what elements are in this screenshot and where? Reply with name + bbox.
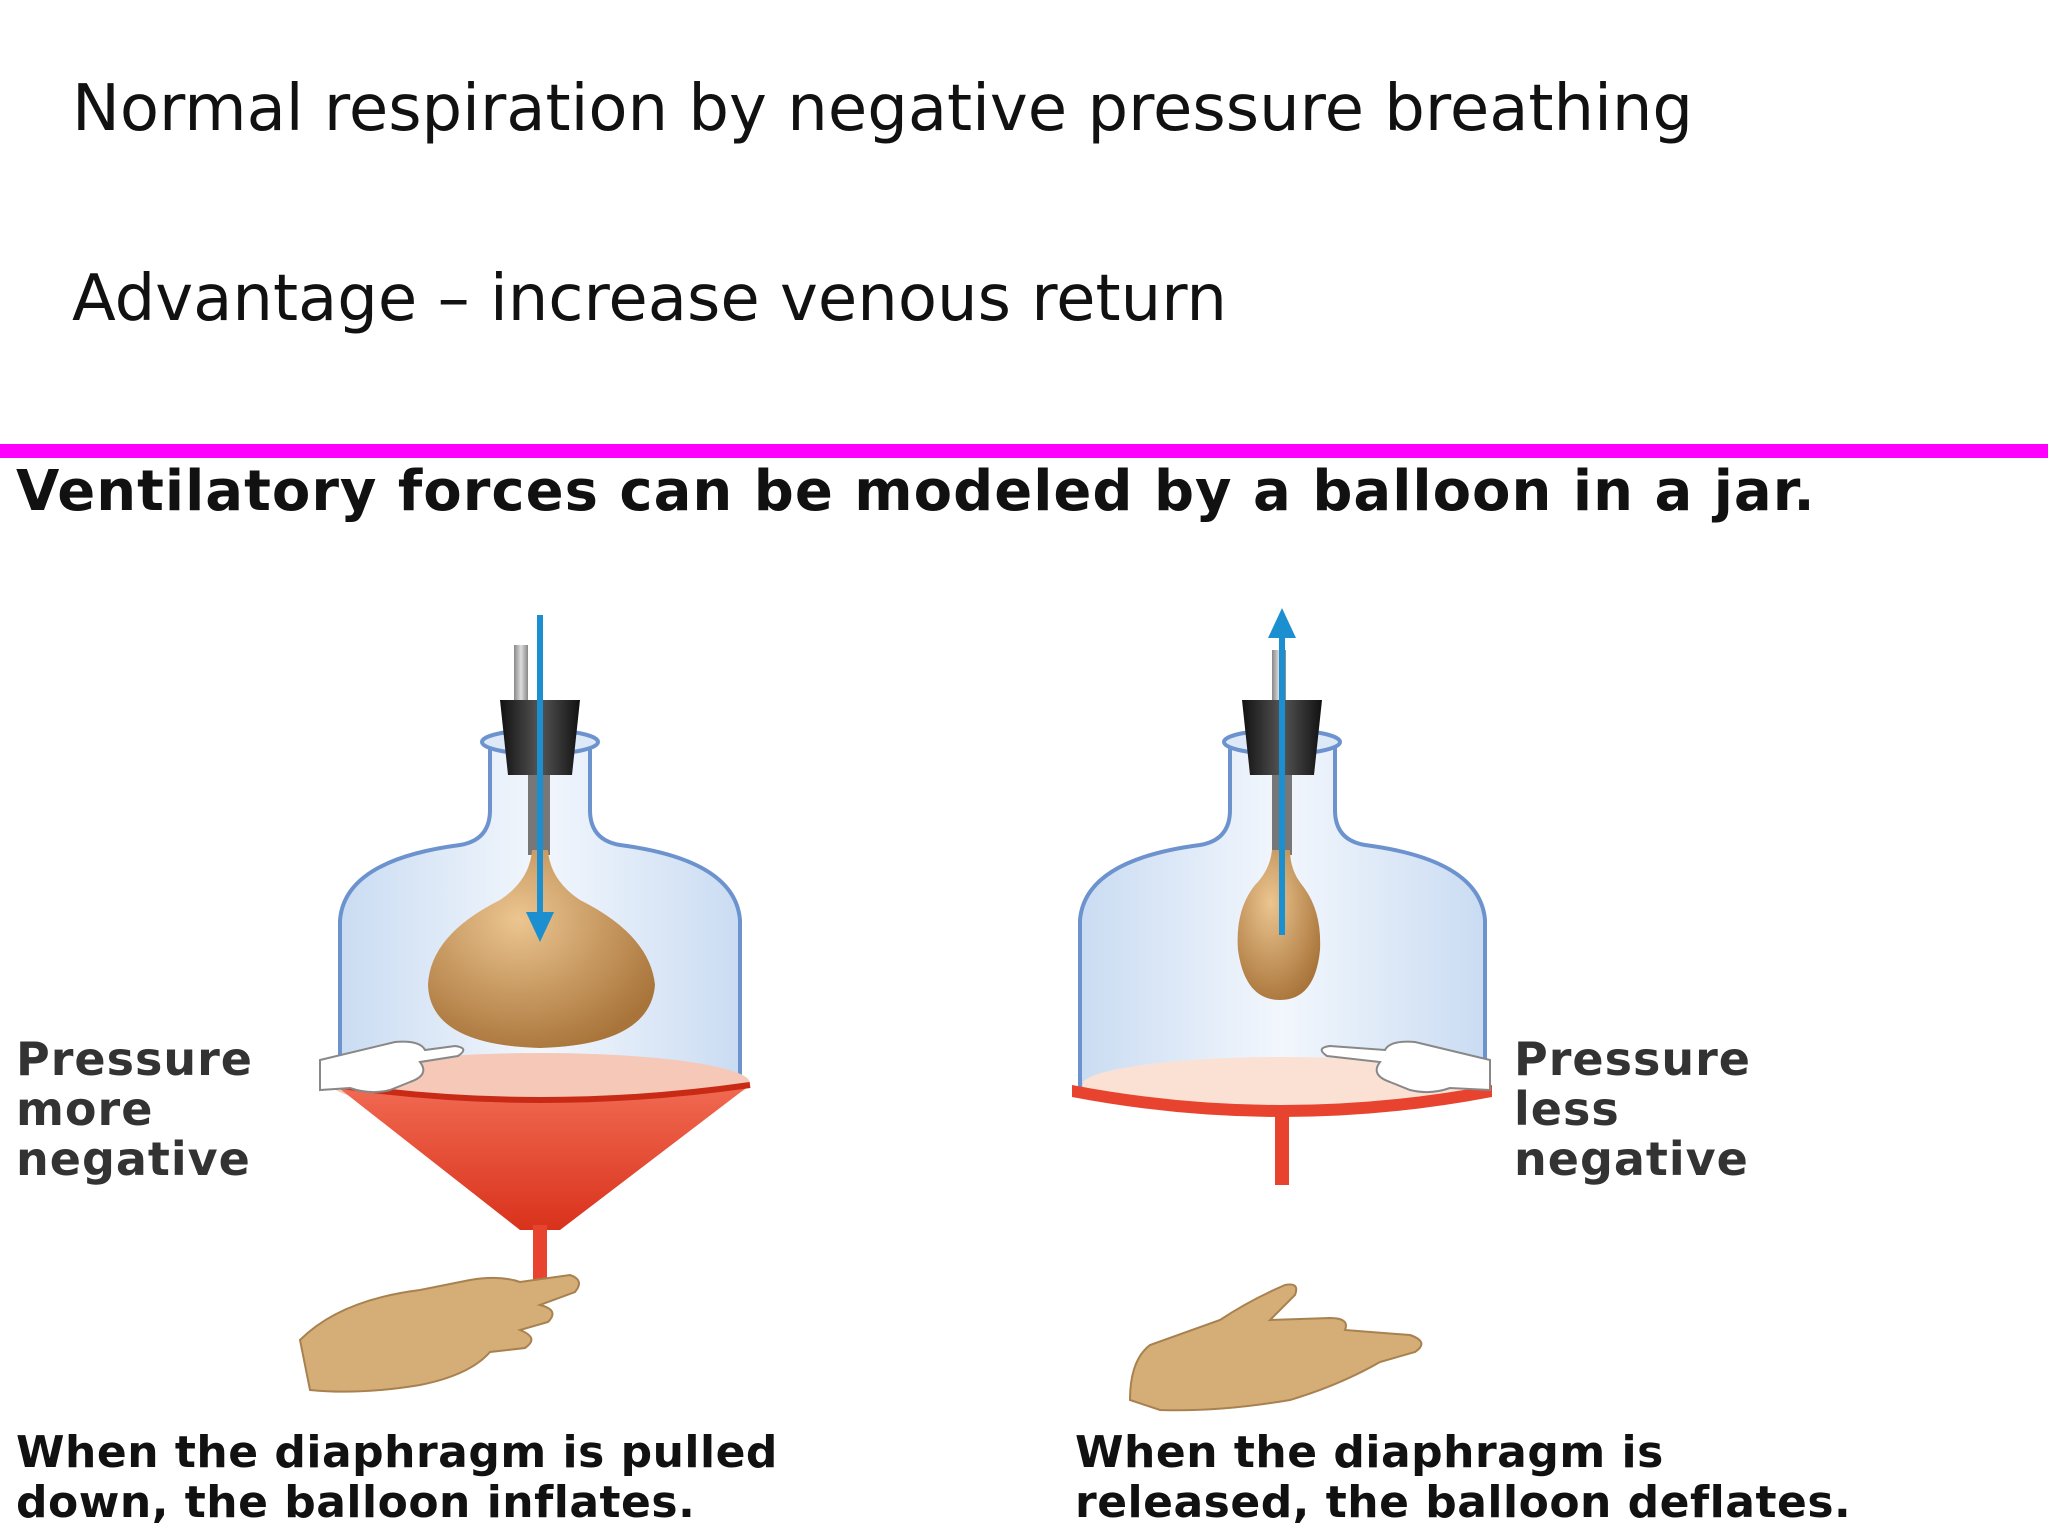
right-balloon xyxy=(1237,850,1321,1000)
label-line: Pressure xyxy=(1514,1032,1751,1086)
right-caption: When the diaphragm is released, the ball… xyxy=(1075,1428,2045,1528)
label-line: Pressure xyxy=(16,1032,253,1086)
left-balloon xyxy=(428,850,655,1048)
left-pointing-hand-icon xyxy=(319,1040,465,1094)
pressure-more-negative-label: Pressure more negative xyxy=(16,1034,253,1184)
left-diaphragm xyxy=(330,1053,751,1285)
figure-title: Ventilatory forces can be modeled by a b… xyxy=(16,459,1816,524)
caption-line: When the diaphragm is xyxy=(1075,1427,1664,1478)
slide-text-line-1: Normal respiration by negative pressure … xyxy=(72,72,1694,146)
balloon-jar-illustration xyxy=(298,608,1492,1412)
right-open-hand-icon xyxy=(1128,1283,1423,1412)
slide-text-line-2: Advantage – increase venous return xyxy=(72,262,1227,336)
left-pulling-hand-icon xyxy=(298,1273,580,1393)
label-line: negative xyxy=(16,1132,251,1186)
caption-line: released, the balloon deflates. xyxy=(1075,1477,1852,1528)
pressure-less-negative-label: Pressure less negative xyxy=(1514,1034,1751,1184)
right-up-arrow xyxy=(1268,608,1296,935)
label-line: negative xyxy=(1514,1132,1749,1186)
left-caption: When the diaphragm is pulled down, the b… xyxy=(16,1428,1056,1528)
caption-line: down, the balloon inflates. xyxy=(16,1477,696,1528)
label-line: more xyxy=(16,1082,154,1136)
magenta-divider xyxy=(0,444,2048,458)
caption-line: When the diaphragm is pulled xyxy=(16,1427,778,1478)
left-down-arrow xyxy=(526,615,554,942)
label-line: less xyxy=(1514,1082,1620,1136)
right-pointing-hand-icon xyxy=(1320,1040,1491,1094)
